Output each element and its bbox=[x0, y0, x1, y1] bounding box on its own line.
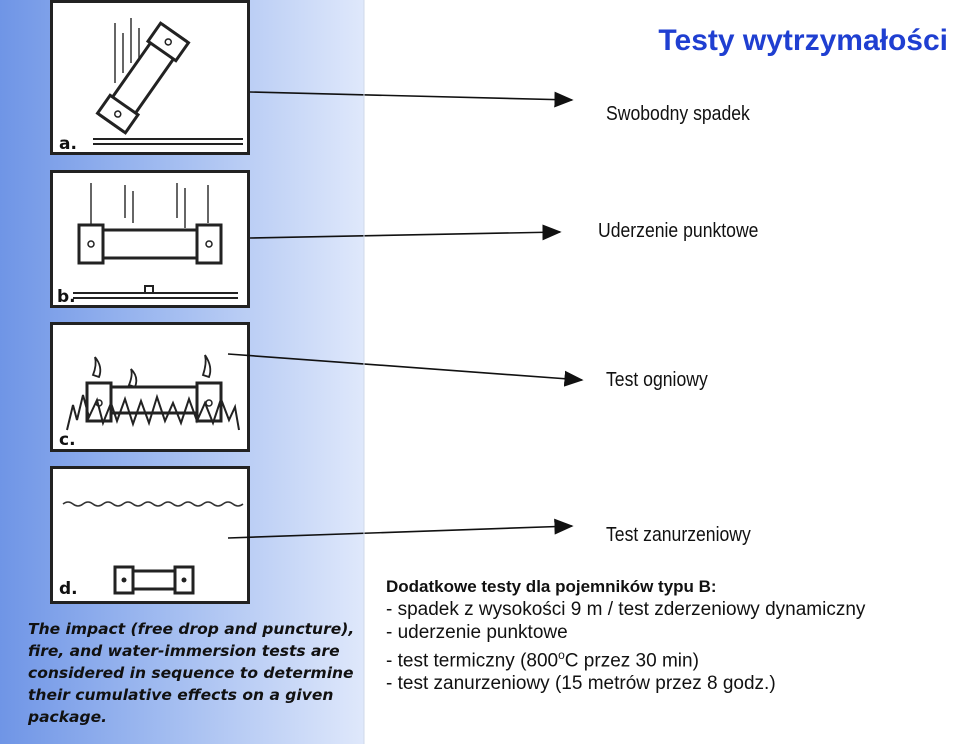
figure-caption: The impact (free drop and puncture), fir… bbox=[28, 620, 355, 726]
notes-text: C przez 30 min) bbox=[564, 650, 699, 672]
panel-letter: d. bbox=[59, 579, 78, 599]
test-panel-a: a. bbox=[50, 0, 250, 155]
arrow-d bbox=[227, 518, 574, 539]
notes-text: - test termiczny (800 bbox=[386, 650, 559, 672]
additional-tests-notes: Dodatkowe testy dla pojemników typu B: -… bbox=[386, 575, 956, 695]
free-drop-drawing: a. bbox=[59, 18, 243, 154]
test-panel-b: b. bbox=[50, 170, 250, 308]
test-panel-d: d. bbox=[50, 466, 250, 604]
label-immersion: Test zanurzeniowy bbox=[606, 524, 751, 546]
slide-title: Testy wytrzymałości bbox=[658, 24, 948, 57]
degree-superscript: o bbox=[558, 648, 565, 662]
arrow-b bbox=[249, 224, 562, 241]
puncture-drawing: b. bbox=[57, 183, 238, 307]
illustration-panel: a. b. bbox=[0, 0, 364, 744]
arrow-c bbox=[227, 353, 584, 387]
notes-line: - test zanurzeniowy (15 metrów przez 8 g… bbox=[386, 673, 776, 695]
notes-line: - uderzenie punktowe bbox=[386, 622, 568, 643]
notes-line: - spadek z wysokości 9 m / test zderzeni… bbox=[386, 599, 866, 620]
arrow-a bbox=[249, 91, 574, 108]
label-free-drop: Swobodny spadek bbox=[606, 103, 750, 125]
panel-letter: b. bbox=[57, 287, 76, 305]
notes-heading: Dodatkowe testy dla pojemników typu B: bbox=[386, 577, 717, 596]
immersion-drawing: d. bbox=[59, 501, 244, 599]
panel-letter: a. bbox=[59, 134, 77, 152]
fire-drawing: c. bbox=[59, 354, 240, 450]
label-puncture: Uderzenie punktowe bbox=[598, 220, 759, 242]
label-fire: Test ogniowy bbox=[606, 369, 708, 391]
test-panel-c: c. bbox=[50, 322, 250, 452]
panel-letter: c. bbox=[59, 430, 76, 449]
notes-line-thermal: - test termiczny (800oC przez 30 min) bbox=[386, 644, 956, 672]
